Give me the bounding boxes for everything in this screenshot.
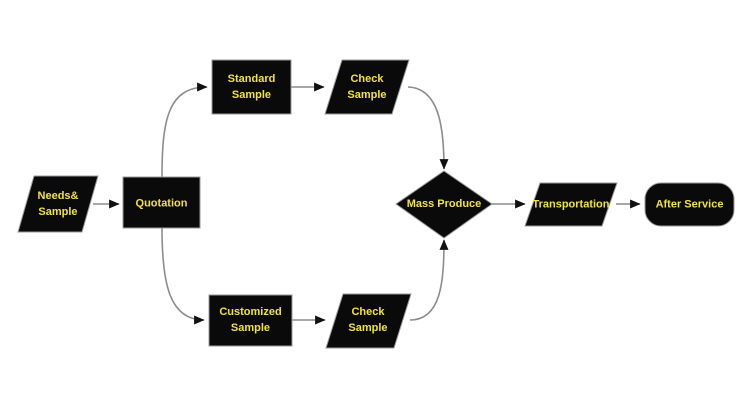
node-transportation[interactable]: Transportation bbox=[524, 182, 618, 227]
standard-sample-shape bbox=[211, 59, 292, 115]
transportation-shape bbox=[524, 182, 618, 227]
edge-quotation-to-standard-sample bbox=[161, 82, 208, 178]
edge-check-sample-lower-to-mass-produce bbox=[409, 239, 449, 321]
node-quotation[interactable]: Quotation bbox=[122, 176, 201, 229]
mass-produce-shape bbox=[395, 170, 493, 239]
quotation-shape bbox=[122, 176, 201, 229]
check-sample-upper-shape bbox=[324, 59, 410, 115]
node-check-sample-upper[interactable]: Check Sample bbox=[324, 59, 410, 115]
node-standard-sample[interactable]: Standard Sample bbox=[211, 59, 292, 115]
edge-check-sample-upper-to-mass-produce bbox=[407, 86, 449, 170]
edge-layer bbox=[93, 82, 641, 325]
node-mass-produce[interactable]: Mass Produce bbox=[395, 170, 493, 239]
node-needs-sample[interactable]: Needs& Sample bbox=[17, 175, 99, 233]
node-after-service[interactable]: After Service bbox=[644, 182, 735, 227]
needs-sample-shape bbox=[17, 175, 99, 233]
after-service-shape bbox=[644, 182, 735, 227]
node-check-sample-lower[interactable]: Check Sample bbox=[325, 293, 412, 349]
edge-quotation-to-customized-sample bbox=[161, 227, 205, 325]
check-sample-lower-shape bbox=[325, 293, 412, 349]
customized-sample-shape bbox=[208, 294, 293, 347]
node-customized-sample[interactable]: Customized Sample bbox=[208, 294, 293, 347]
